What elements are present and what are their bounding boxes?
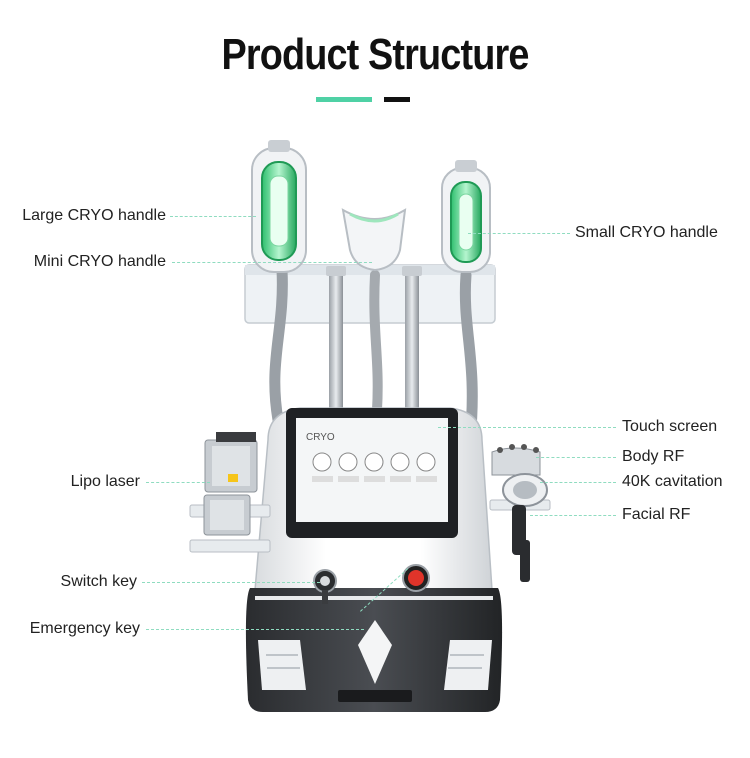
leader-lipo-laser [146, 482, 210, 483]
touch-screen: CRYO [286, 408, 458, 538]
lipo-laser-pads [189, 432, 271, 553]
screen-brand: CRYO [306, 432, 335, 443]
support-poles [326, 266, 422, 418]
label-emergency-key: Emergency key [29, 620, 140, 637]
small-cryo-handle [441, 160, 491, 273]
leader-cavitation [540, 482, 616, 483]
page-title: Product Structure [221, 30, 529, 79]
label-touch-screen: Touch screen [622, 418, 718, 435]
label-facial-rf: Facial RF [622, 506, 691, 523]
label-small-cryo-handle: Small CRYO handle [575, 224, 718, 241]
leader-emergency-key [146, 629, 364, 630]
label-switch-key: Switch key [60, 573, 137, 590]
emergency-key [402, 564, 430, 592]
leader-mini-cryo [172, 262, 372, 263]
handle-cables [269, 264, 478, 446]
large-cryo-handle [251, 140, 307, 273]
label-large-cryo-handle: Large CRYO handle [22, 207, 166, 224]
leader-facial-rf [530, 515, 616, 516]
rf-cavitation-handles [489, 444, 551, 582]
label-mini-cryo-handle: Mini CRYO handle [33, 253, 166, 270]
screen-mode-buttons [312, 452, 437, 482]
leader-large-cryo [170, 216, 256, 217]
label-body-rf: Body RF [622, 448, 685, 465]
mini-cryo-handle [341, 208, 407, 272]
leader-body-rf [536, 457, 616, 458]
label-lipo-laser: Lipo laser [70, 473, 140, 490]
title-dark-bar [384, 97, 410, 102]
leader-small-cryo [468, 233, 570, 234]
switch-key [313, 569, 337, 604]
label-40k-cavitation: 40K cavitation [622, 473, 723, 490]
leader-switch-key [142, 582, 320, 583]
title-accent-bar [316, 97, 372, 102]
leader-touch-screen [438, 427, 616, 428]
